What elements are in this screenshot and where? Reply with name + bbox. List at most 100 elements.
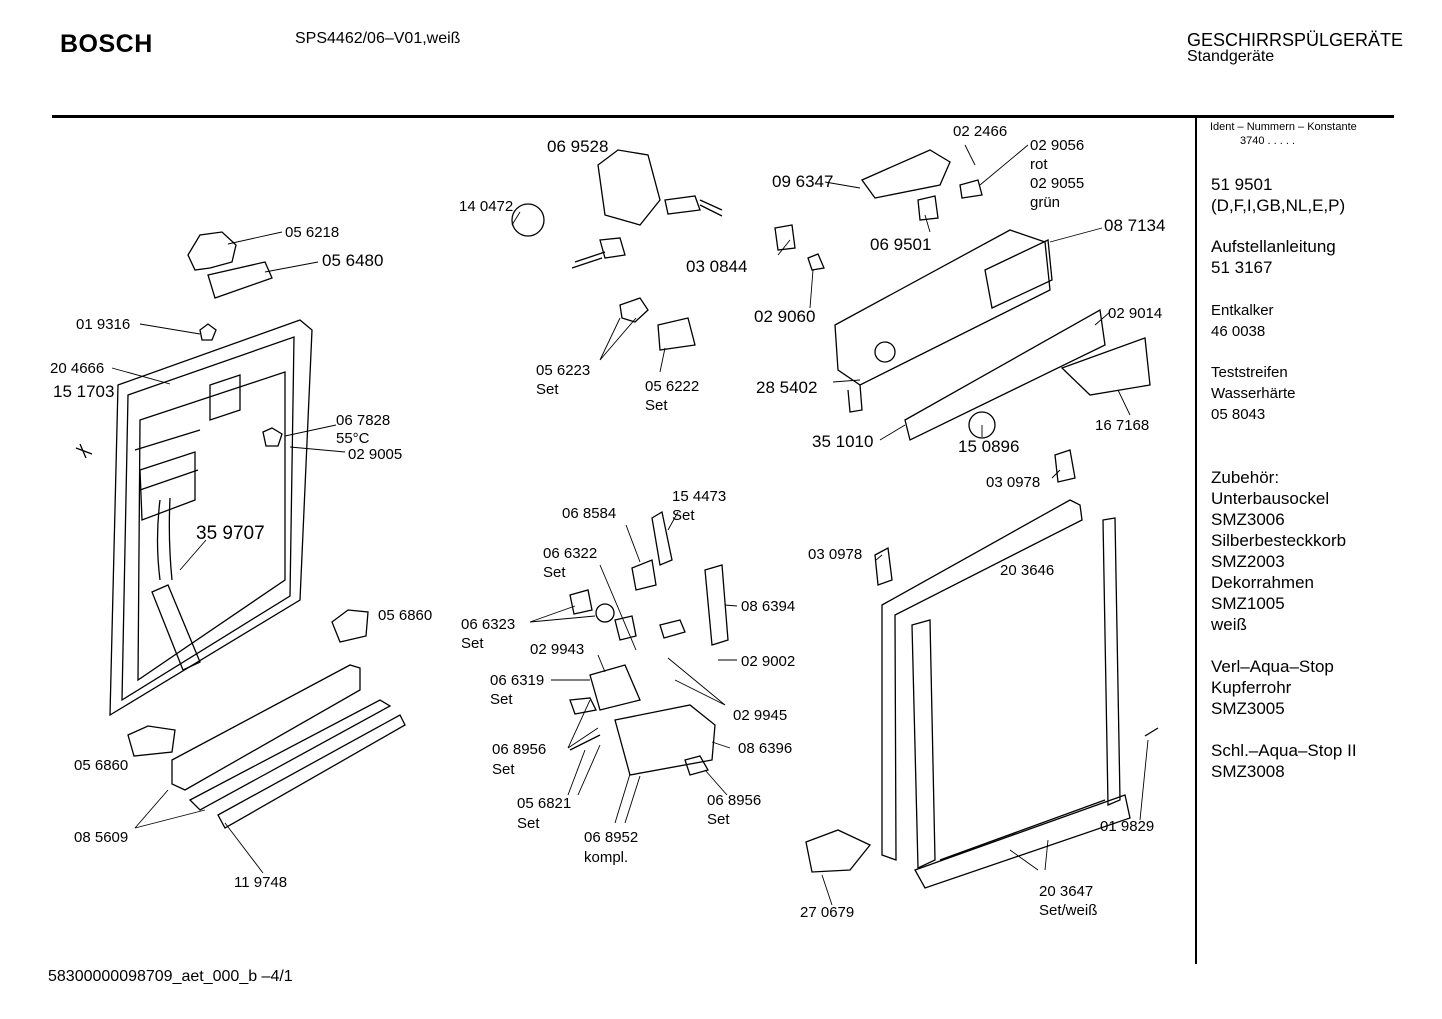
sidebar-block-519501: 51 9501 (D,F,I,GB,NL,E,P)	[1211, 174, 1345, 216]
label-gruen: grün	[1030, 194, 1060, 211]
corner-block-056860a	[331, 609, 369, 643]
wire-harness	[156, 497, 173, 581]
label-140472: 14 0472	[459, 198, 513, 215]
lamp-029060	[807, 253, 825, 271]
label-066323-set: Set	[461, 635, 484, 652]
sidebar-line: weiß	[1211, 615, 1247, 634]
seal-strip-119748	[217, 714, 406, 829]
label-068956a-set: Set	[492, 761, 515, 778]
sidebar-line: Entkalker	[1211, 302, 1274, 319]
label-056222-set: Set	[645, 397, 668, 414]
label-029056: 02 9056	[1030, 137, 1084, 154]
sidebar-line: Aufstellanleitung	[1211, 237, 1336, 256]
label-029002: 02 9002	[741, 653, 795, 670]
label-066319-set: Set	[490, 691, 513, 708]
label-069501: 06 9501	[870, 235, 931, 254]
label-086394: 08 6394	[741, 598, 795, 615]
model-number: SPS4462/06–V01,weiß	[295, 30, 461, 47]
label-068956b-set: Set	[707, 811, 730, 828]
sidebar-block-aufstellanleitung: Aufstellanleitung 51 3167	[1211, 236, 1336, 278]
screw-019829	[1144, 727, 1159, 737]
sidebar-line: 05 8043	[1211, 406, 1266, 423]
label-022466: 02 2466	[953, 123, 1007, 140]
ident-value: 3740 . . . . .	[1240, 135, 1296, 147]
label-067828: 06 7828	[336, 412, 390, 429]
label-154473-set: Set	[672, 507, 695, 524]
label-359707: 35 9707	[196, 523, 265, 544]
label-270679: 27 0679	[800, 904, 854, 921]
label-029005: 02 9005	[348, 446, 402, 463]
switch-part-056223	[619, 297, 649, 323]
label-55c: 55°C	[336, 430, 370, 447]
label-056223: 05 6223	[536, 362, 590, 379]
label-030844: 03 0844	[686, 257, 747, 276]
knob-150896	[968, 411, 996, 439]
sidebar-line: Verl–Aqua–Stop	[1211, 657, 1334, 676]
document-id: 58300000098709_aet_000_b –4/1	[48, 968, 293, 985]
sidebar-line: 51 3167	[1211, 258, 1273, 277]
connector-030844	[774, 224, 796, 251]
label-029943: 02 9943	[530, 641, 584, 658]
label-203646: 20 3646	[1000, 562, 1054, 579]
outer-door-203646	[881, 499, 1131, 889]
label-019316: 01 9316	[76, 316, 130, 333]
label-066322-set: Set	[543, 564, 566, 581]
sidebar-line: Zubehör:	[1211, 468, 1280, 487]
label-204666: 20 4666	[50, 360, 104, 377]
label-096347: 09 6347	[772, 172, 833, 191]
label-068956a: 06 8956	[492, 741, 546, 758]
label-085609: 08 5609	[74, 829, 128, 846]
label-086396: 08 6396	[738, 740, 792, 757]
sidebar-line: SMZ3008	[1211, 762, 1285, 781]
clip-030978b	[874, 546, 893, 586]
label-351010: 35 1010	[812, 432, 873, 451]
sidebar-line: Kupferrohr	[1211, 678, 1292, 697]
label-068952: 06 8952	[584, 829, 638, 846]
thermostat-067828	[262, 427, 283, 447]
label-203647: 20 3647	[1039, 883, 1093, 900]
hinge-270679	[805, 829, 872, 873]
label-151703: 15 1703	[53, 382, 114, 401]
control-panel-285402	[834, 229, 1106, 441]
label-056218: 05 6218	[285, 224, 339, 241]
timer-module-069528	[511, 149, 723, 269]
sidebar-line: Dekorrahmen	[1211, 573, 1314, 592]
screw-151703	[75, 443, 93, 459]
sidebar-line: 46 0038	[1211, 323, 1266, 340]
sidebar-line: SMZ3005	[1211, 699, 1285, 718]
label-167168: 16 7168	[1095, 417, 1149, 434]
leader-lines	[111, 144, 1149, 906]
label-056860a: 05 6860	[378, 607, 432, 624]
sidebar-line: Schl.–Aqua–Stop II	[1211, 741, 1357, 760]
sidebar-line: SMZ1005	[1211, 594, 1285, 613]
switch-part-056222	[657, 317, 696, 351]
label-285402: 28 5402	[756, 378, 817, 397]
label-056222: 05 6222	[645, 378, 699, 395]
label-029060: 02 9060	[754, 307, 815, 326]
label-069528: 06 9528	[547, 137, 608, 156]
sidebar-line: SMZ2003	[1211, 552, 1285, 571]
label-019829: 01 9829	[1100, 818, 1154, 835]
label-056223-set: Set	[536, 381, 559, 398]
sidebar-block-verl-aqua-stop: Verl–Aqua–Stop Kupferrohr SMZ3005	[1211, 656, 1334, 719]
corner-block-056860b	[127, 725, 176, 757]
sidebar-block-zubehoer: Zubehör: Unterbausockel SMZ3006 Silberbe…	[1211, 467, 1346, 635]
label-056821-set: Set	[517, 815, 540, 832]
label-066322: 06 6322	[543, 545, 597, 562]
brand-logo: BOSCH	[60, 30, 153, 58]
label-150896: 15 0896	[958, 437, 1019, 456]
label-030978b: 03 0978	[808, 546, 862, 563]
sidebar-block-teststreifen: Teststreifen Wasserhärte 05 8043	[1211, 362, 1295, 425]
switch-069501	[917, 195, 939, 221]
sidebar-block-entkalker: Entkalker 46 0038	[1211, 300, 1274, 342]
sidebar-line: 51 9501	[1211, 175, 1273, 194]
label-154473: 15 4473	[672, 488, 726, 505]
rail-085609a	[171, 664, 361, 791]
sidebar-line: (D,F,I,GB,NL,E,P)	[1211, 196, 1346, 215]
label-029945: 02 9945	[733, 707, 787, 724]
label-rot: rot	[1030, 156, 1048, 173]
sidebar-line: Teststreifen	[1211, 364, 1288, 381]
label-068952-kompl: kompl.	[584, 849, 628, 866]
connector-022466	[959, 179, 983, 199]
label-056860b: 05 6860	[74, 757, 128, 774]
